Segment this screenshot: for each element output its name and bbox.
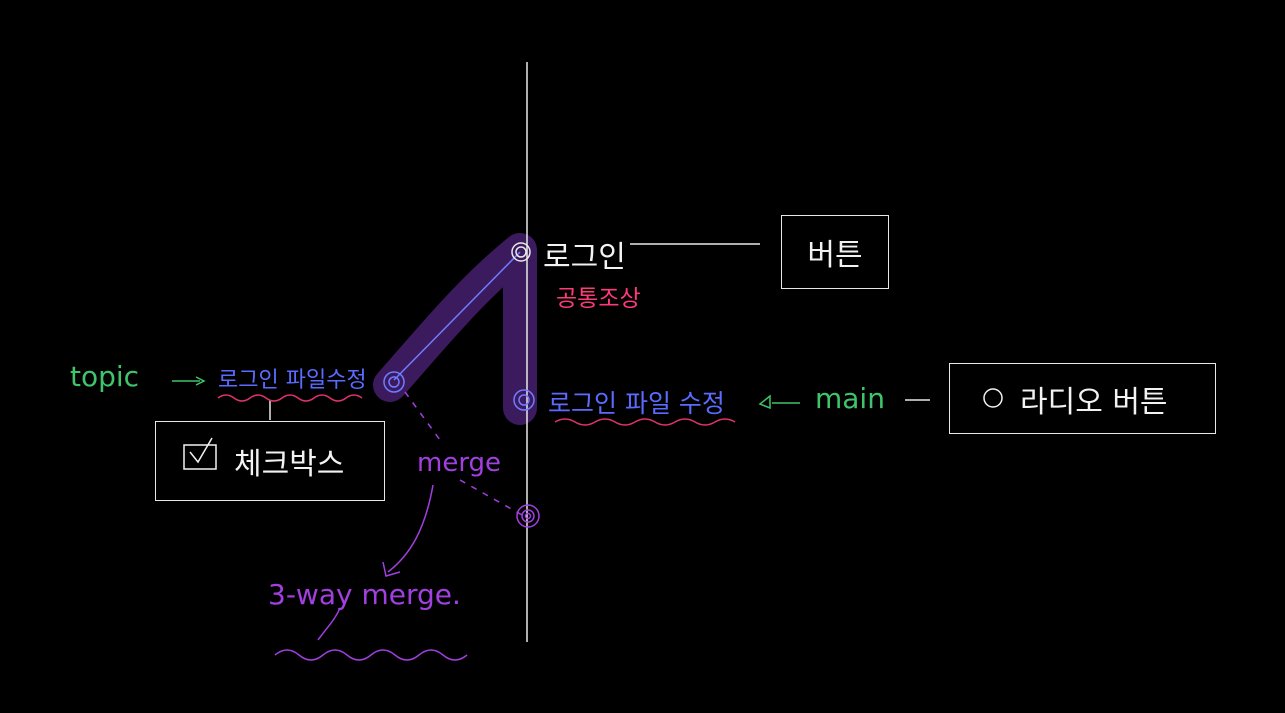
checkbox-box: 체크박스 — [155, 421, 385, 501]
branch-highlight — [373, 233, 537, 425]
three-way-tail — [317, 607, 341, 641]
checkbox-icon — [183, 437, 217, 470]
topic-branch-line — [393, 251, 521, 381]
radio-button-box-label: 라디오 버튼 — [1020, 384, 1168, 420]
merge-commit-node — [516, 504, 540, 528]
topic-commit-label: 로그인 파일수정 — [218, 368, 367, 393]
topic-pointer-arrowhead — [195, 376, 206, 386]
topic-commit-underline — [217, 394, 363, 402]
login-commit-node — [511, 242, 531, 262]
button-box-label: 버튼 — [807, 238, 863, 273]
button-box: 버튼 — [781, 215, 889, 289]
merge-arrow — [387, 484, 434, 573]
main-commit-underline — [554, 418, 736, 426]
common-ancestor-label: 공통조상 — [556, 286, 641, 312]
checkbox-box-label: 체크박스 — [234, 447, 345, 482]
main-commit-label: 로그인 파일 수정 — [548, 389, 725, 418]
merge-label: merge — [417, 448, 502, 478]
topic-branch-label: topic — [70, 360, 140, 393]
merge-arrowhead — [382, 561, 401, 577]
topic-commit-node — [383, 371, 405, 393]
main-pointer-arrowhead — [758, 394, 771, 410]
three-way-wavy-underline — [274, 649, 468, 661]
main-branch-label: main — [815, 382, 885, 415]
radio-icon — [983, 388, 1003, 408]
main-commit-node — [513, 389, 535, 411]
three-way-merge-label: 3-way merge. — [268, 578, 461, 611]
radio-button-box: 라디오 버튼 — [949, 363, 1216, 434]
merge-dashed-line — [404, 391, 523, 516]
login-commit-label: 로그인 — [543, 240, 626, 275]
